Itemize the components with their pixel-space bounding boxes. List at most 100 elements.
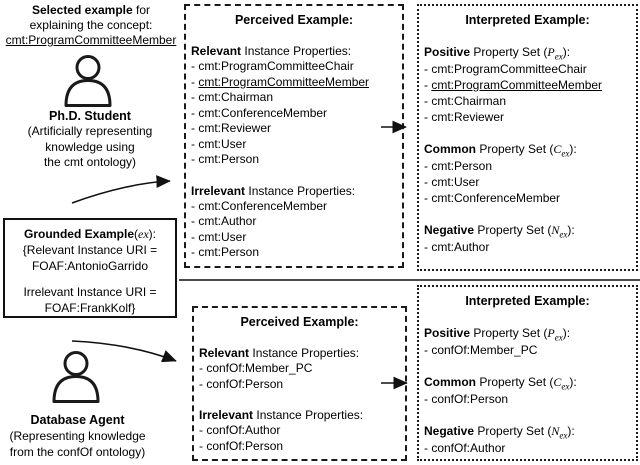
interpreted-cmt-title: Interpreted Example: [465,13,590,27]
list-item: - confOf:Author [424,441,506,455]
list-item: - cmt:Chairman [424,94,507,108]
positive-set-list: - cmt:ProgramCommitteeChair- cmt:Program… [424,61,632,125]
phd-desc-line: the cmt ontology) [43,155,137,169]
list-item: - cmt:User [191,229,247,244]
list-item: - cmt:ConferenceMember [424,191,561,205]
common-set-section: Common Property Set (Cex): - confOf:Pers… [424,374,632,407]
list-item: - cmt:ProgramCommitteeMember [191,74,370,89]
underlined-property: cmt:ProgramCommitteeMember [431,78,603,92]
irrelevant-properties-list: - cmt:ConferenceMember- cmt:Author- cmt:… [191,199,398,261]
irrelevant-uri-value: FOAF:FrankKolf} [44,301,136,315]
negative-bold: Negative [424,223,475,237]
perceived-cmt-title: Perceived Example: [234,13,354,27]
positive-rest: Property Set ( [470,45,548,59]
relevant-properties-header: Relevant Instance Properties: [199,345,401,361]
concept-uri: cmt:ProgramCommitteeMember [5,33,177,47]
negative-rest: Property Set ( [474,424,552,438]
list-item: - cmt:Chairman [191,90,274,104]
common-bold: Common [424,142,476,156]
relevant-uri-value: FOAF:AntonioGarrido [31,259,149,273]
negative-subscript: ex [559,430,568,441]
phd-desc-line: (Artificially representing [27,124,153,138]
list-item: - cmt:ConferenceMember [191,105,328,120]
positive-end: ): [562,326,571,340]
list-item: - confOf:Member_PC [199,361,313,375]
negative-set-header: Negative Property Set (Nex): [424,222,632,239]
positive-subscript: ex [554,51,563,62]
relevant-properties-list: - confOf:Member_PC- confOf:Person [199,361,401,392]
positive-end: ): [562,45,571,59]
common-set-header: Common Property Set (Cex): [424,141,632,158]
database-agent-label: Database Agent [30,413,125,427]
selected-example-caption: Selected example for explaining the conc… [0,3,182,48]
relevant-rest: Instance Properties: [241,44,352,58]
list-item: - cmt:User [191,136,247,151]
phd-student-label: Ph.D. Student [49,109,131,123]
negative-end: ): [567,223,575,237]
list-item: - cmt:Author [191,214,257,228]
irrelevant-uri-line: Irrelevant Instance URI = [23,285,157,299]
phd-desc-line: knowledge using [45,139,135,154]
irrelevant-bold: Irrelevant [199,408,254,422]
common-symbol: C [553,375,562,389]
database-agent-description: (Representing knowledge from the confOf … [0,429,155,460]
common-set-header: Common Property Set (Cex): [424,374,632,391]
list-item: - cmt:User [424,175,480,189]
negative-symbol: N [551,424,560,438]
relevant-properties-list: - cmt:ProgramCommitteeChair- cmt:Program… [191,59,398,168]
perceived-example-cmt-box: Perceived Example: Relevant Instance Pro… [184,4,404,268]
relevant-properties-header: Relevant Instance Properties: [191,43,398,59]
perceived-confof-title: Perceived Example: [240,315,359,329]
irrelevant-rest: Instance Properties: [253,408,364,422]
positive-bold: Positive [424,45,471,59]
list-item: - confOf:Person [424,392,509,406]
grounded-example-title: Grounded Example(ex): [8,226,172,242]
positive-set-list: - confOf:Member_PC [424,342,632,358]
negative-set-header: Negative Property Set (Nex): [424,423,632,440]
list-item: - cmt:ConferenceMember [191,198,328,213]
list-item: - confOf:Person [199,376,284,391]
perceived-example-confof-box: Perceived Example: Relevant Instance Pro… [192,306,407,461]
negative-rest: Property Set ( [474,223,552,237]
interpreted-example-cmt-box: Interpreted Example: Positive Property S… [417,4,638,271]
underlined-property: cmt:ProgramCommitteeMember [198,74,370,89]
common-rest: Property Set ( [476,142,554,156]
positive-set-section: Positive Property Set (Pex): - confOf:Me… [424,325,632,358]
relevant-uri-line: {Relevant Instance URI = [22,243,158,257]
caption-rest: for [132,3,151,17]
negative-set-section: Negative Property Set (Nex): - cmt:Autho… [424,222,632,255]
list-item: - cmt:Person [424,159,493,173]
list-item: - cmt:Reviewer [191,121,272,135]
common-subscript: ex [561,148,570,159]
grounded-paren-close: ): [148,227,157,241]
negative-bold: Negative [424,424,475,438]
interpreted-confof-title: Interpreted Example: [465,294,590,308]
person-icon [64,55,112,107]
grounded-var-ex: ex [138,227,149,241]
negative-set-list: - cmt:Author [424,239,632,255]
common-set-list: - confOf:Person [424,391,632,407]
common-end: ): [569,142,577,156]
relevant-rest: Instance Properties: [249,346,360,360]
irrelevant-properties-list: - confOf:Author- confOf:Person [199,423,401,454]
phd-student-description: (Artificially representing knowledge usi… [0,124,180,171]
common-set-section: Common Property Set (Cex): - cmt:Person -… [424,141,632,206]
person-icon [52,351,100,403]
irrelevant-rest: Instance Properties: [245,183,356,198]
caption-line-2: explaining the concept: [29,18,153,32]
positive-set-section: Positive Property Set (Pex): - cmt:Progr… [424,44,632,125]
grounded-example-box: Grounded Example(ex): {Relevant Instance… [3,218,177,318]
irrelevant-properties-header: Irrelevant Instance Properties: [199,407,401,423]
relevant-bold: Relevant [199,346,250,360]
positive-set-header: Positive Property Set (Pex): [424,44,632,61]
negative-set-list: - confOf:Author [424,440,632,456]
caption-bold: Selected example [31,3,133,17]
list-item: - confOf:Member_PC [424,343,538,357]
list-item: - cmt:Reviewer [424,110,505,124]
relevant-bold: Relevant [191,44,242,58]
interpreted-example-confof-box: Interpreted Example: Positive Property S… [417,285,638,461]
positive-subscript: ex [554,332,563,343]
irrelevant-bold: Irrelevant [191,183,246,198]
db-desc-line: from the confOf ontology) [9,444,146,459]
